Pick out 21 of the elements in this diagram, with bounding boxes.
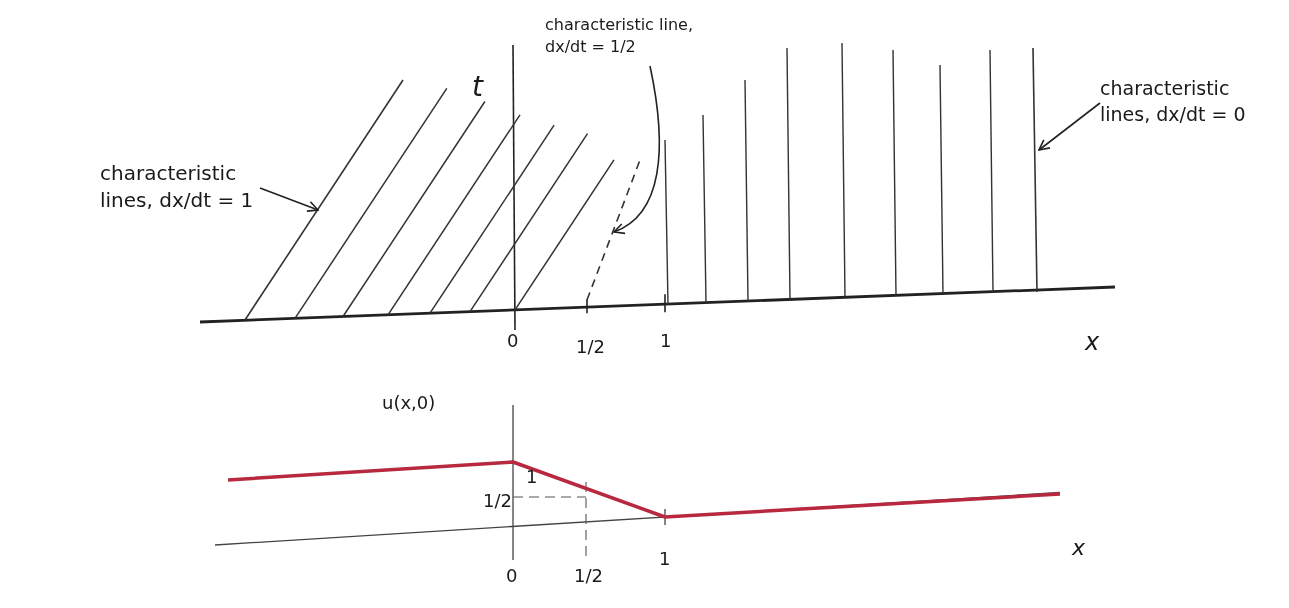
axis-label: t bbox=[472, 70, 483, 103]
axis-label: 1 bbox=[526, 466, 538, 487]
axis-label: 1 bbox=[659, 548, 671, 569]
axis-label: 0 bbox=[506, 565, 518, 586]
axis-label: 1/2 bbox=[574, 565, 603, 586]
axis-label: 1/2 bbox=[483, 490, 512, 511]
axis-label: 1/2 bbox=[576, 336, 605, 357]
characteristic-line bbox=[1032, 47, 1038, 293]
axis-label: x bbox=[1085, 328, 1100, 356]
characteristic-line bbox=[586, 159, 641, 301]
annotation: characteristic lines, dx/dt = 0 bbox=[1100, 76, 1280, 128]
annotation: characteristic line, dx/dt = 1/2 bbox=[545, 14, 720, 58]
axis-label: 1 bbox=[660, 330, 672, 351]
axis-label: u(x,0) bbox=[382, 392, 436, 413]
characteristic-line bbox=[244, 79, 404, 321]
annotation: characteristic lines, dx/dt = 1 bbox=[100, 160, 260, 214]
axis-label: x bbox=[1072, 535, 1086, 560]
leader-arrow bbox=[259, 187, 319, 212]
leader-arrow bbox=[1038, 102, 1101, 151]
leader-arrow bbox=[613, 65, 661, 234]
axis-label: 0 bbox=[507, 330, 519, 351]
